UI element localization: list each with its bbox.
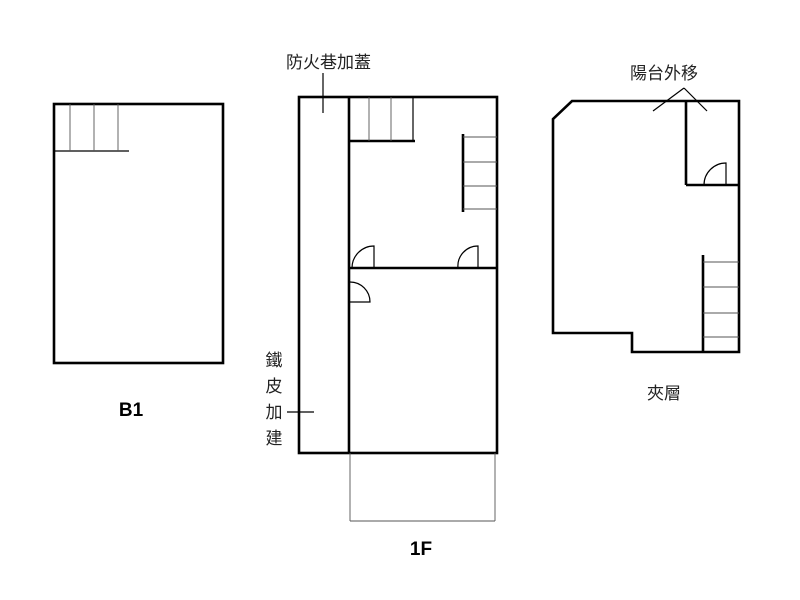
b1-outline [52,102,225,365]
mezz-label: 夾層 [647,384,681,404]
iron-sheet-char-3: 加 [266,403,283,423]
balcony-arrows [652,87,708,112]
f1-right-stairs [461,134,497,212]
balcony-label: 陽台外移 [630,64,698,84]
iron-sheet-char-4: 建 [266,429,283,449]
plan-mezzanine: 陽台外移 夾層 [551,64,741,404]
fire-lane-label: 防火巷加蓋 [286,53,371,73]
f1-top-stairs [349,97,415,143]
plan-b1: B1 [52,102,225,421]
f1-outline [297,95,499,455]
mezz-outline [551,99,741,354]
f1-door-right [457,245,479,269]
iron-sheet-char-1: 鐵 [266,351,283,371]
mezz-balcony-room [684,101,739,187]
mezz-stairs [701,255,739,352]
plan-1f: 防火巷加蓋 鐵 皮 加 建 1F [266,53,499,560]
mezz-door [703,162,727,186]
f1-door-lower [349,281,371,303]
f1-front-extension [349,453,496,522]
f1-label: 1F [410,539,432,560]
b1-stairs [54,104,129,152]
f1-door-left [351,245,375,269]
iron-sheet-char-2: 皮 [266,377,283,397]
b1-label: B1 [119,400,144,421]
